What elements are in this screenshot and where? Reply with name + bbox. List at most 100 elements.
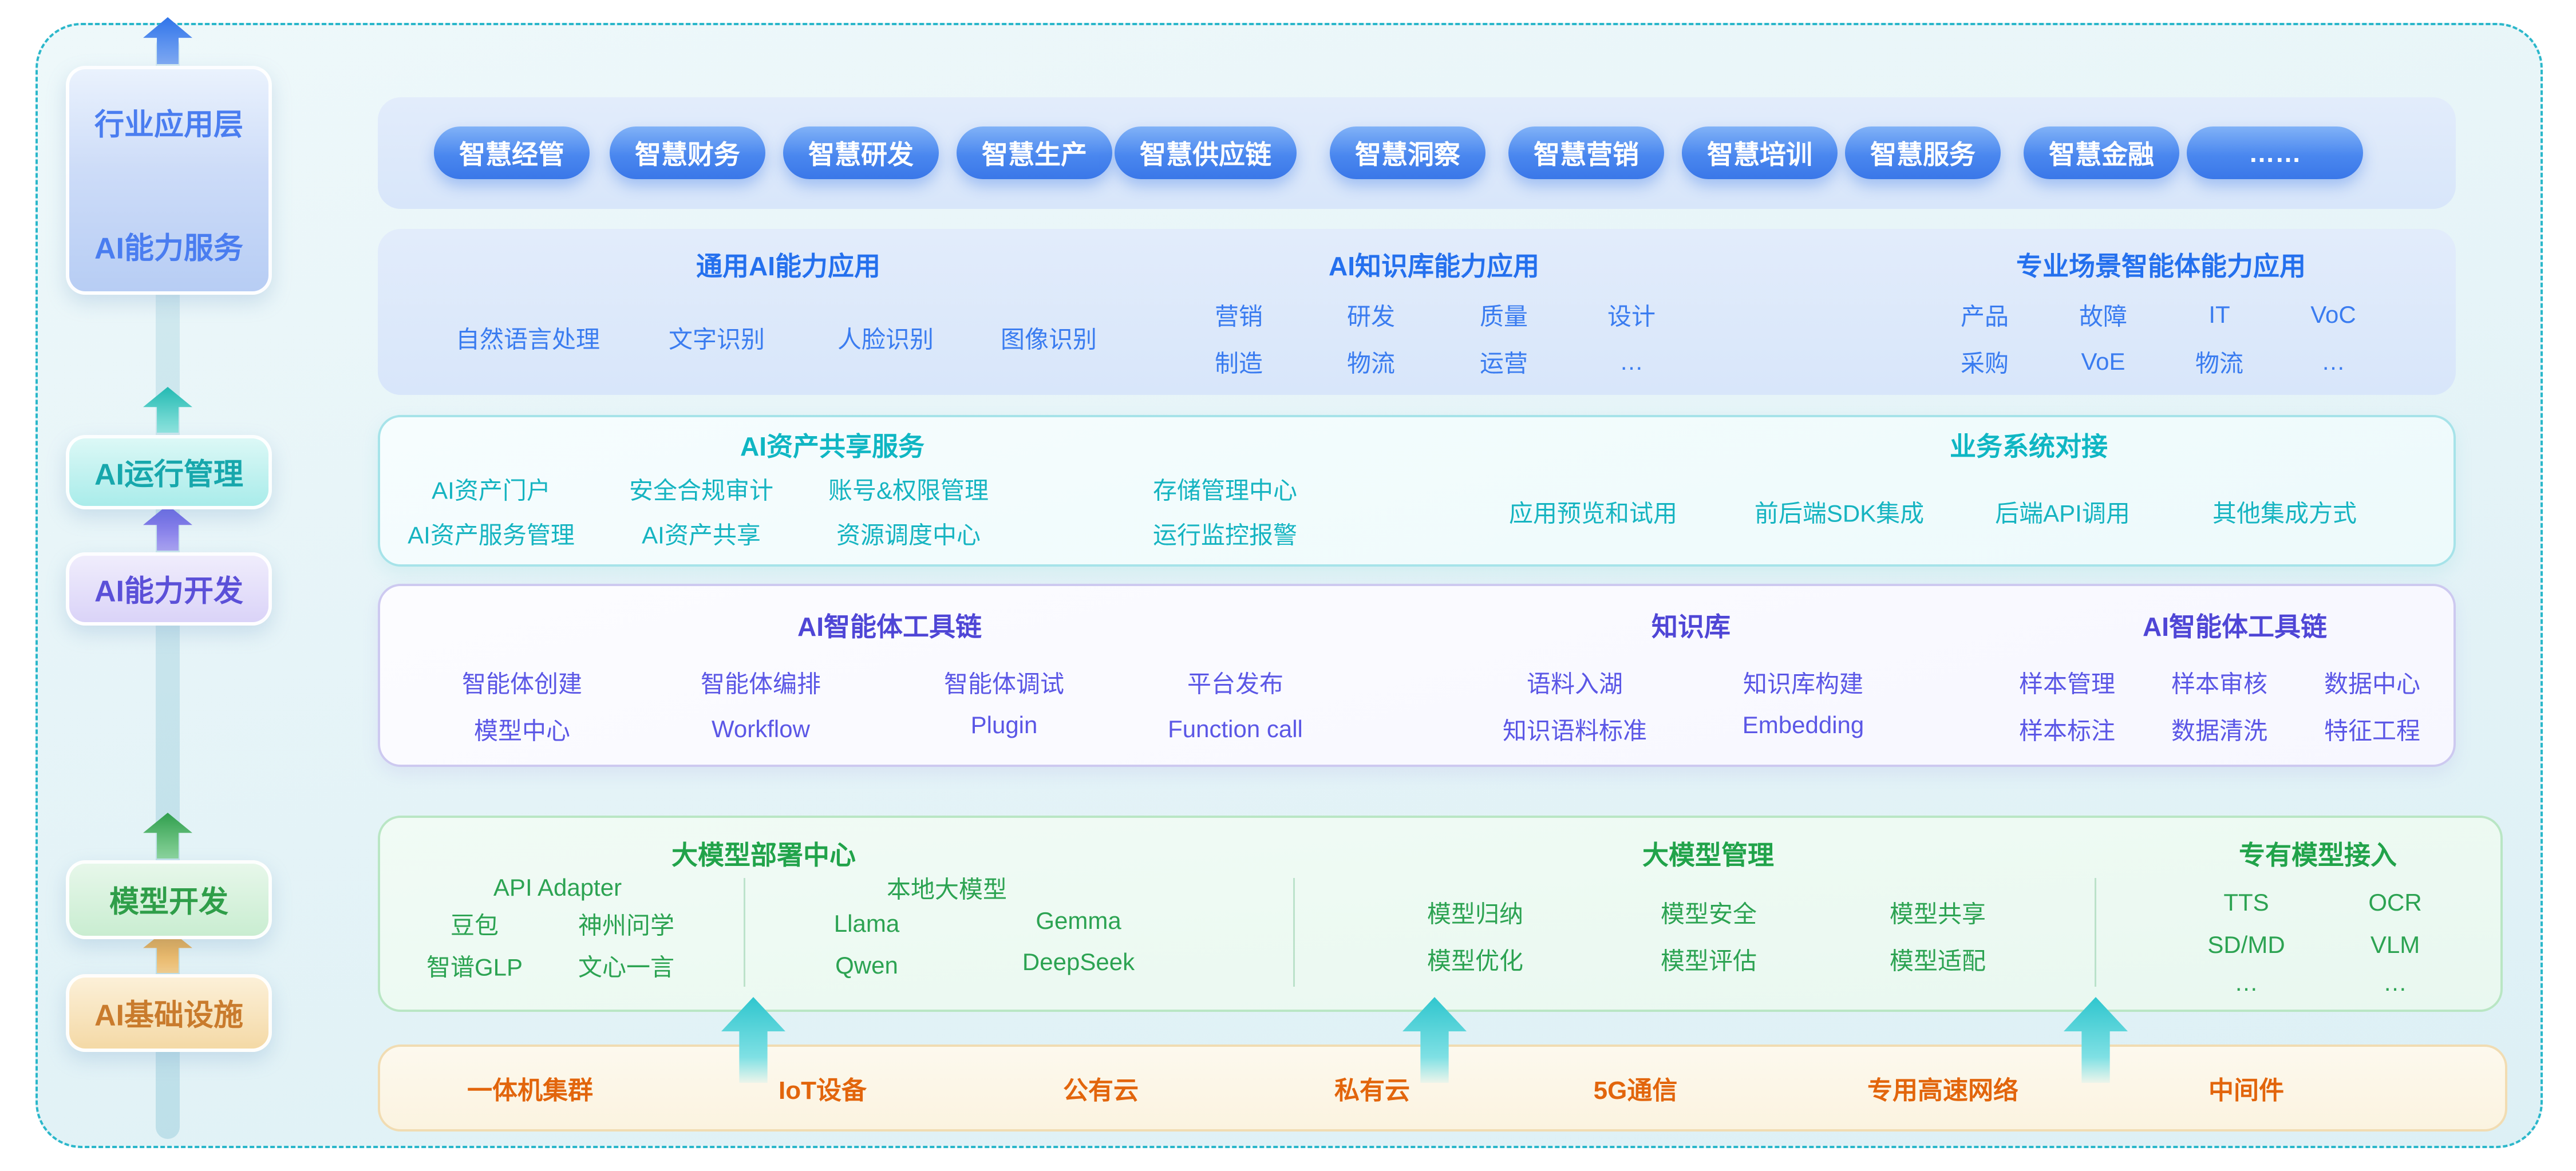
capability-item: 运营 [1479,350,1528,377]
data-item: 样本审核 [2171,670,2268,698]
capability-item: VoC [2310,301,2356,328]
layer-label: AI运行管理 [94,458,244,492]
section-title: AI资产共享服务 [740,432,924,461]
section-title: AI智能体工具链 [797,612,982,642]
app-pill: 智慧培训 [1682,126,1838,179]
section-title: 专业场景智能体能力应用 [2016,251,2306,281]
section-title: 知识库 [1652,612,1730,642]
private-item: OCR [2368,889,2422,916]
asset-item: 运行监控报警 [1152,521,1298,549]
agent-item: 智能体调试 [943,670,1065,698]
subgroup-label: API Adapter [493,874,622,901]
agent-item: Workflow [712,715,810,742]
connect-item: 其他集成方式 [2212,500,2357,527]
agent-item: 模型中心 [473,717,571,745]
mgmt-item: 模型适配 [1889,947,1986,975]
model-item: Gemma [1036,907,1121,934]
capability-item: 营销 [1214,303,1263,330]
capability-item: IT [2208,301,2230,328]
layer-label: 行业应用层 [94,108,244,142]
capability-item: 物流 [2195,350,2244,377]
asset-item: AI资产门户 [432,477,551,504]
model-item: 神州问学 [578,912,675,939]
kb-item: Embedding [1742,711,1864,738]
model-item: Qwen [835,952,898,979]
private-item-more: … [2383,969,2407,996]
data-item: 样本标注 [2018,717,2116,745]
capability-item: 故障 [2079,303,2128,330]
capability-item: 研发 [1346,303,1396,330]
model-item: Llama [833,910,900,937]
app-pill: 智慧洞察 [1330,126,1485,179]
infra-item: IoT设备 [779,1077,867,1105]
layer-label: AI基础设施 [94,999,244,1032]
private-item: TTS [2223,889,2269,916]
mgmt-item: 模型归纳 [1427,900,1524,928]
data-item: 特征工程 [2324,717,2421,745]
capability-item: 设计 [1607,303,1656,330]
group-divider [2095,878,2096,987]
layer-label: AI能力服务 [94,232,244,266]
smart-apps-panel: 智慧经管 智慧财务 智慧研发 智慧生产 智慧供应链 智慧洞察 智慧营销 智慧培训… [378,97,2456,209]
layer-label: AI能力开发 [94,575,244,608]
app-pill: 智慧营销 [1508,126,1664,179]
agent-item: 智能体创建 [461,670,583,698]
capability-panel: 通用AI能力应用 自然语言处理 文字识别 人脸识别 图像识别 AI知识库能力应用… [378,229,2456,395]
model-item: DeepSeek [1022,948,1135,975]
data-item: 数据中心 [2324,670,2421,698]
infra-item: 私有云 [1334,1077,1410,1105]
capability-item: 物流 [1346,350,1396,377]
capability-item: 自然语言处理 [455,326,600,353]
section-title: 大模型管理 [1642,840,1774,870]
section-title: AI知识库能力应用 [1329,251,1539,281]
data-item: 样本管理 [2018,670,2116,698]
app-pill: 智慧供应链 [1115,126,1297,179]
kb-item: 知识库构建 [1743,670,1864,698]
infra-item: 专用高速网络 [1867,1077,2018,1105]
app-pill-more: …… [2187,126,2363,179]
mgmt-item: 模型安全 [1660,900,1757,928]
app-pill: 智慧生产 [957,126,1112,179]
agent-item: 智能体编排 [700,670,821,698]
section-title: 业务系统对接 [1950,432,2108,461]
agent-item: 平台发布 [1187,670,1284,698]
section-title: AI智能体工具链 [2143,612,2327,642]
capability-item: 质量 [1479,303,1528,330]
layer-box-ai-infra: AI基础设施 [66,974,272,1052]
kb-item: 知识语料标准 [1502,717,1647,745]
asset-share-panel: AI资产共享服务 AI资产门户 安全合规审计 账号&权限管理 存储管理中心 AI… [378,415,2456,567]
group-divider [1293,878,1295,987]
capability-item: VoE [2081,348,2125,375]
infra-item: 5G通信 [1593,1077,1678,1105]
connect-item: 前后端SDK集成 [1754,500,1925,527]
model-item: 豆包 [450,912,499,939]
mgmt-item: 模型评估 [1660,947,1757,975]
kb-item: 语料入湖 [1526,670,1623,698]
model-panel: 大模型部署中心 API Adapter 本地大模型 豆包 神州问学 智谱GLP … [378,816,2503,1012]
app-pill: 智慧研发 [783,126,939,179]
connect-item: 后端API调用 [1995,500,2130,527]
model-item: 智谱GLP [426,954,523,981]
model-item: 文心一言 [578,954,675,981]
capability-item: 人脸识别 [837,326,934,353]
asset-item: 资源调度中心 [836,521,981,549]
layer-label: 模型开发 [109,885,229,919]
capability-item: … [2321,348,2345,375]
capability-item: … [1619,348,1643,375]
capability-item: 图像识别 [1000,326,1097,353]
private-item: VLM [2370,931,2420,958]
mgmt-item: 模型共享 [1889,900,1986,928]
group-divider [744,878,745,987]
asset-item: 安全合规审计 [629,477,774,504]
subgroup-label: 本地大模型 [886,876,1008,903]
private-item-more: … [2234,969,2258,996]
layer-box-ai-dev: AI能力开发 [66,552,272,626]
capability-item: 产品 [1960,303,2009,330]
asset-item: AI资产服务管理 [408,521,575,549]
section-title: 大模型部署中心 [671,840,856,870]
infra-item: 一体机集群 [467,1077,593,1105]
agent-item: Function call [1168,715,1303,742]
infra-item: 公有云 [1063,1077,1139,1105]
asset-item: 存储管理中心 [1152,477,1298,504]
